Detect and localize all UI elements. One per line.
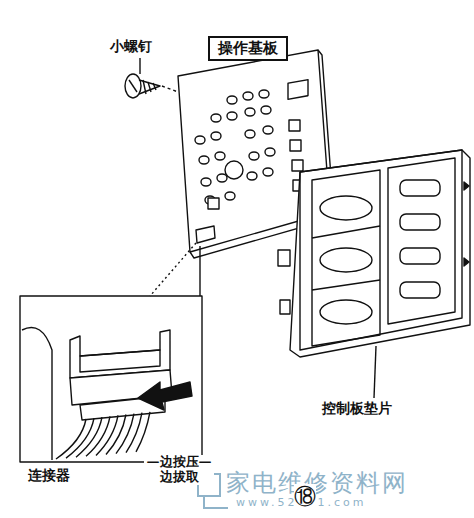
button <box>247 172 257 180</box>
button <box>245 130 255 138</box>
wire <box>136 412 150 452</box>
board-buttons <box>195 90 275 204</box>
wire <box>86 416 110 456</box>
instruction-note: —边按压— 边拔取 <box>144 455 214 485</box>
leader-line <box>199 246 200 296</box>
node-text: 操作基板 <box>218 39 278 58</box>
leader-line <box>374 346 376 398</box>
button <box>249 152 259 160</box>
button <box>259 90 269 98</box>
part-name: 连接器 <box>28 467 70 483</box>
inset-frame <box>20 296 202 462</box>
button <box>225 192 235 200</box>
button <box>217 174 227 182</box>
button <box>195 136 205 144</box>
leader-line <box>139 58 140 74</box>
callout-number: ⑱ <box>294 484 316 509</box>
button <box>211 114 221 122</box>
button <box>227 112 237 120</box>
press-arrow <box>138 382 192 410</box>
button <box>201 178 211 186</box>
control-panel-gasket <box>278 150 470 357</box>
button <box>263 168 273 176</box>
small-screw <box>125 74 160 98</box>
watermark: 家电维修资料网 <box>226 470 408 498</box>
part-name: 控制板垫片 <box>322 400 392 416</box>
button <box>245 108 255 116</box>
part-name: 小螺钉 <box>110 38 152 54</box>
label-box: 操作基板 <box>208 36 288 61</box>
wire <box>116 414 134 454</box>
button <box>199 156 209 164</box>
wire <box>96 415 118 455</box>
button <box>265 148 275 156</box>
button <box>227 96 237 104</box>
wire <box>126 413 142 453</box>
button <box>261 106 271 114</box>
button <box>263 126 273 134</box>
button <box>211 132 221 140</box>
wire <box>76 417 102 457</box>
board-connector <box>196 226 215 243</box>
button <box>243 92 253 100</box>
button <box>215 152 225 160</box>
wire <box>106 415 126 455</box>
